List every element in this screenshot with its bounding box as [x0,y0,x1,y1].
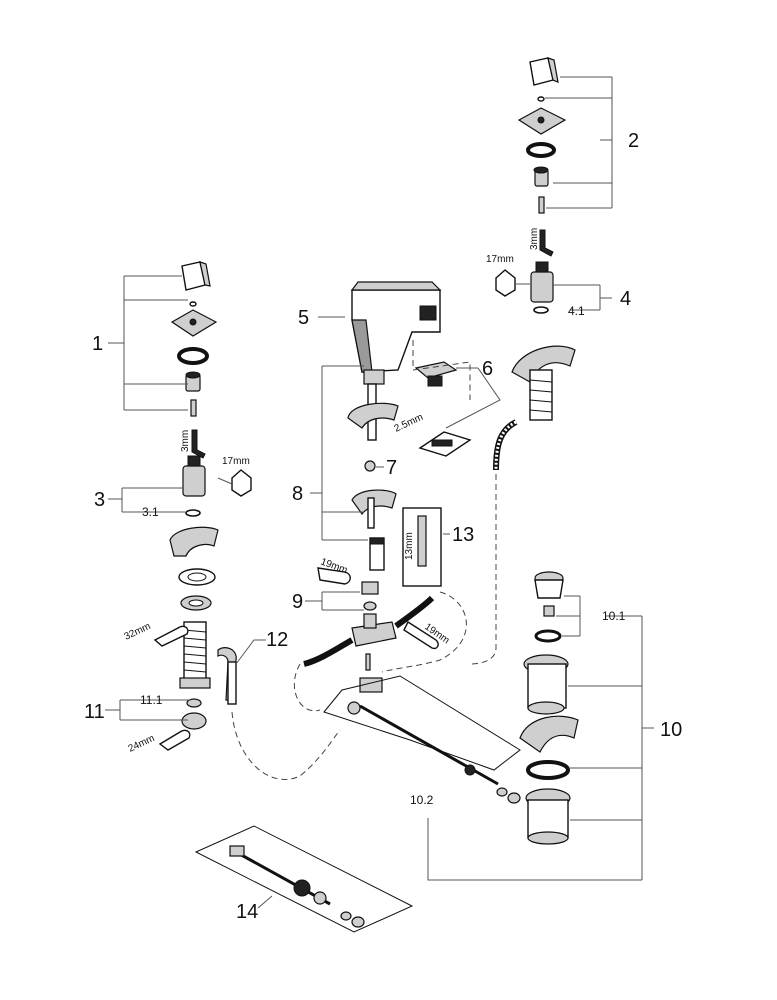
callout-6: 6 [482,358,493,380]
drain-assembly [359,571,579,845]
callout-14: 14 [236,901,258,923]
hex-key-left-label: 3mm [180,430,191,452]
callout-2: 2 [628,130,639,152]
right-valve-assembly [493,57,576,471]
callout-labels: 1 2 3 3.1 4 4.1 5 6 7 8 9 10 10.1 10.2 1… [84,130,682,923]
hex-key-right-label: 3mm [529,228,540,250]
callout-8: 8 [292,483,303,505]
callout-9: 9 [292,591,303,613]
drain-rod-kit [194,825,414,933]
wrench-17mm-left-label: 17mm [222,456,250,467]
callout-12: 12 [266,629,288,651]
callout-5: 5 [298,307,309,329]
callout-7: 7 [386,457,397,479]
callout-11-1: 11.1 [140,693,163,707]
leader-lines [105,76,654,909]
callout-11: 11 [84,701,105,723]
callout-10-1: 10.1 [602,609,626,623]
wrench-24mm-label: 24mm [127,733,157,755]
callout-4-1: 4.1 [568,304,585,318]
left-valve-assembly [153,261,237,751]
callout-1: 1 [92,333,103,355]
wrench-17mm-right-label: 17mm [486,254,514,265]
assembly-paths [231,340,521,780]
size-13mm-label: 13mm [404,532,415,560]
callout-13: 13 [452,524,474,546]
wrench-32mm-label: 32mm [123,621,153,643]
spout-assembly [303,281,472,715]
callout-3: 3 [94,489,105,511]
callout-10: 10 [660,719,682,741]
key-2-5mm-label: 2.5mm [393,412,425,435]
callout-3-1: 3.1 [142,505,159,519]
callout-10-2: 10.2 [410,793,434,807]
callout-4: 4 [620,288,631,310]
